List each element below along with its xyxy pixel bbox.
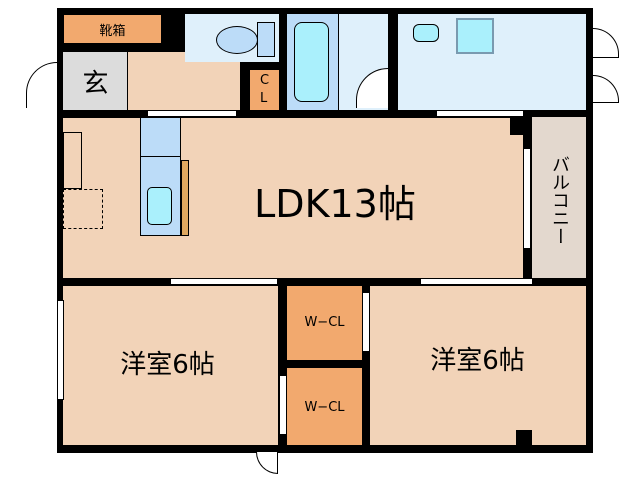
left-room-slider <box>170 278 278 285</box>
left-room-window <box>57 300 64 400</box>
shoe-box <box>63 14 162 44</box>
toilet-bowl <box>216 26 258 54</box>
ldk-label: LDK13帖 <box>254 181 416 226</box>
western-room-left <box>63 286 278 445</box>
washroom-door-bottom <box>593 75 619 103</box>
closet-label: C L <box>259 73 270 106</box>
western-room-right-label: 洋室6帖 <box>430 345 525 376</box>
hall-upper <box>128 52 178 70</box>
kitchen-sink <box>147 187 172 225</box>
western-room-right <box>370 286 586 445</box>
ldk-top-window <box>436 110 524 117</box>
balcony-label: バルコニー <box>549 155 570 245</box>
toilet-tank <box>257 22 275 57</box>
ldk-pillar <box>510 118 524 135</box>
ldk <box>63 118 523 278</box>
fridge-space <box>63 132 82 189</box>
right-room-pillar <box>516 430 532 446</box>
right-room-slider <box>420 278 533 285</box>
kitchen-counter-edge <box>181 160 189 236</box>
kitchen-stove <box>140 117 181 157</box>
entrance <box>63 52 128 110</box>
storage-hatch <box>63 189 103 229</box>
washroom-door-top <box>593 28 619 58</box>
walk-in-closet-top-label: W−CL <box>304 314 345 330</box>
entrance-label: 玄 <box>82 68 109 99</box>
bathtub <box>294 22 329 102</box>
hall-door-slider <box>147 110 237 117</box>
closet-door-top <box>362 292 370 352</box>
closet-door-bottom <box>279 375 287 435</box>
walk-in-closet-top <box>287 286 362 360</box>
bottom-door <box>256 452 278 474</box>
walk-in-closet-bottom <box>287 368 362 445</box>
entrance-door <box>26 62 57 108</box>
shoe-box-label: 靴箱 <box>99 23 126 39</box>
closet <box>250 70 279 110</box>
balcony <box>532 117 586 278</box>
wash-basin <box>413 24 439 42</box>
walk-in-closet-bottom-label: W−CL <box>304 399 345 415</box>
balcony-window <box>523 148 531 249</box>
washing-machine <box>456 18 494 54</box>
western-room-left-label: 洋室6帖 <box>120 349 215 380</box>
